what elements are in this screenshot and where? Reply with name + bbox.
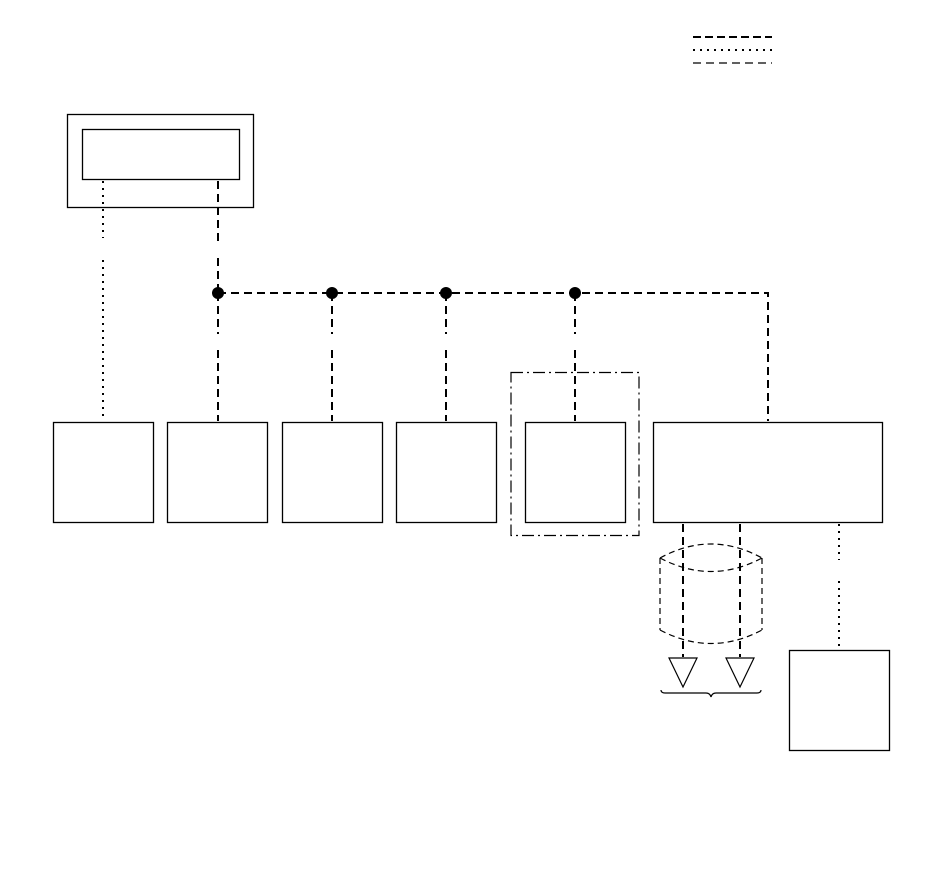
junction-dot-2	[326, 287, 338, 299]
host-unit-outer-box[interactable]	[66, 113, 255, 209]
bus-line	[218, 292, 769, 421]
node-4-box[interactable]	[395, 421, 498, 524]
legend	[693, 36, 772, 64]
junction-dot-1	[212, 287, 224, 299]
main-unit-box[interactable]	[652, 421, 884, 524]
node-2-box[interactable]	[166, 421, 269, 524]
node-5-box[interactable]	[524, 421, 627, 524]
cylinder-bottom	[659, 629, 763, 644]
output-group-brace	[660, 689, 762, 698]
dash-dot-enclosure	[510, 371, 640, 537]
output-a-triangle-icon	[668, 657, 698, 689]
storage-cylinder	[659, 543, 763, 644]
node-1-box[interactable]	[52, 421, 155, 524]
host-panel-inner-box[interactable]	[81, 128, 241, 181]
junction-dot-3	[440, 287, 452, 299]
cylinder-top-front	[659, 557, 763, 572]
cylinder-top-back	[659, 543, 763, 559]
junction-dot-4	[569, 287, 581, 299]
output-b-triangle-icon	[725, 657, 755, 689]
node-3-box[interactable]	[281, 421, 384, 524]
remote-unit-box[interactable]	[788, 649, 891, 752]
